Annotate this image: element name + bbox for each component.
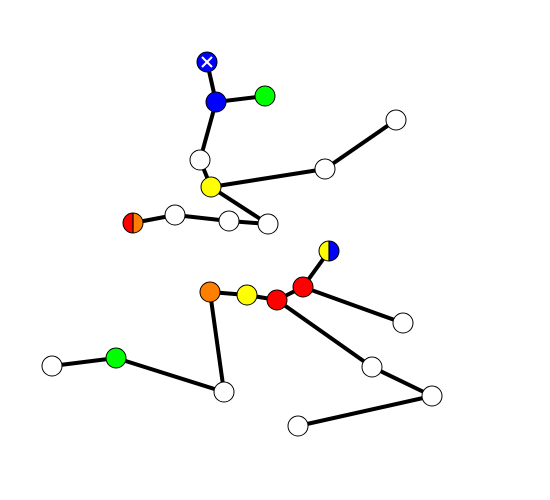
cross-icon: [201, 56, 213, 68]
nodes-layer: [41, 51, 443, 437]
node-circle: [392, 312, 414, 334]
graph-node: [199, 281, 221, 303]
node-circle: [254, 85, 276, 107]
node-circle: [385, 109, 407, 131]
edge-n13-n17: [301, 285, 405, 325]
node-half-left: [123, 213, 133, 233]
edge-n5-n8: [209, 185, 270, 226]
graph-node: [254, 85, 276, 107]
node-circle: [218, 210, 240, 232]
node-circle: [105, 347, 127, 369]
edge-n16-n22: [208, 290, 226, 394]
graph-node: [385, 109, 407, 131]
graph-node: [41, 355, 63, 377]
graph-node: [421, 385, 443, 407]
edge-n19-n20: [296, 394, 434, 428]
graph-node: [236, 284, 258, 306]
node-circle: [361, 356, 383, 378]
graph-node: [257, 213, 279, 235]
graph-node: [196, 51, 218, 73]
graph-node: [361, 356, 383, 378]
graph-node: [213, 381, 235, 403]
node-circle: [189, 149, 211, 171]
graph-node: [122, 212, 144, 234]
graph-node: [392, 312, 414, 334]
node-circle: [236, 284, 258, 306]
node-circle: [199, 281, 221, 303]
graph-node: [205, 91, 227, 113]
graph-node: [287, 415, 309, 437]
graph-node: [164, 204, 186, 226]
node-circle: [287, 415, 309, 437]
node-half-right: [329, 241, 339, 261]
graph-node: [200, 176, 222, 198]
node-circle: [41, 355, 63, 377]
edge-n5-n6: [209, 167, 327, 189]
edge-n22-n21: [114, 356, 226, 394]
node-outline: [318, 240, 340, 262]
node-circle: [200, 176, 222, 198]
graph-node: [314, 158, 336, 180]
node-half-right: [133, 213, 143, 233]
node-outline: [122, 212, 144, 234]
node-circle: [213, 381, 235, 403]
node-circle: [292, 276, 314, 298]
node-half-left: [319, 241, 329, 261]
edge-n21-n23: [50, 356, 118, 368]
edge-n18-n19: [370, 365, 434, 398]
node-circle: [257, 213, 279, 235]
graph-node: [266, 289, 288, 311]
node-circle: [266, 289, 288, 311]
edge-n14-n18: [275, 298, 374, 369]
node-circle: [314, 158, 336, 180]
node-circle: [421, 385, 443, 407]
graph-node: [105, 347, 127, 369]
node-circle: [205, 91, 227, 113]
node-circle: [164, 204, 186, 226]
graph-node: [189, 149, 211, 171]
graph-node: [218, 210, 240, 232]
graph-node: [292, 276, 314, 298]
graph-node: [318, 240, 340, 262]
edge-n6-n7: [323, 118, 398, 171]
